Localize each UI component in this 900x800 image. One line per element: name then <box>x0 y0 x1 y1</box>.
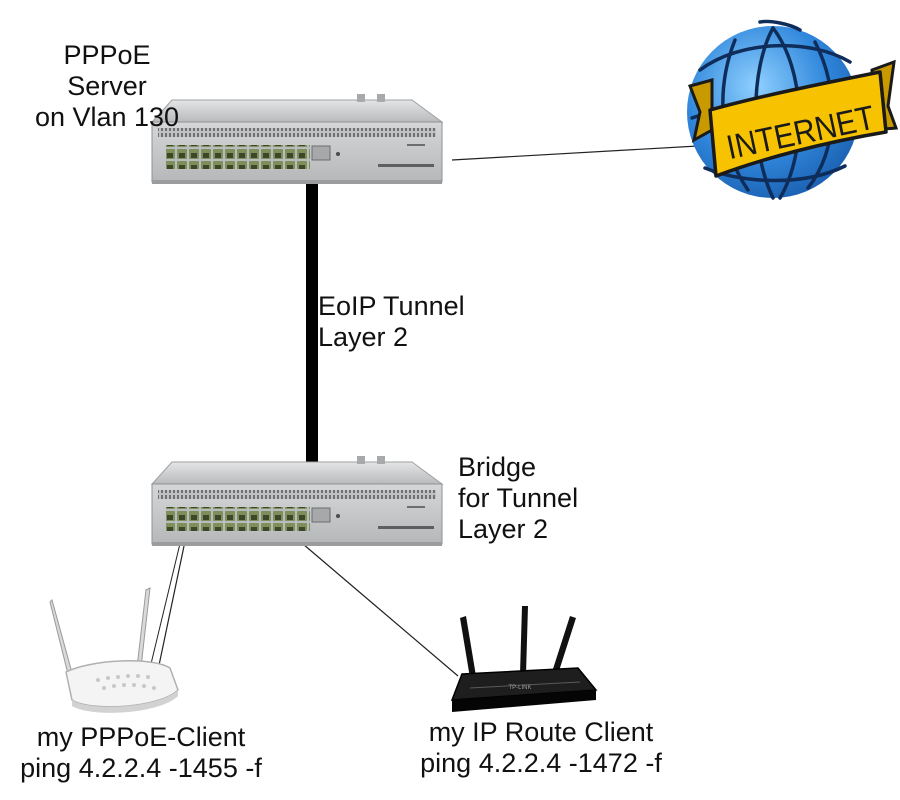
pppoe-server-label: PPPoE Server on Vlan 130 <box>34 40 180 132</box>
bridge-label: Bridge for Tunnel Layer 2 <box>458 452 579 544</box>
ip-route-client-router-icon: TP-LINK <box>450 606 598 712</box>
ip-route-client-link <box>282 526 459 677</box>
ip-route-client-label: my IP Route Client ping 4.2.2.4 -1472 -f <box>420 717 662 778</box>
pppoe-client-router-icon <box>49 587 179 713</box>
internet-globe-icon: INTERNET <box>687 19 899 200</box>
eoip-tunnel-label: EoIP Tunnel Layer 2 <box>318 291 465 352</box>
pppoe-server-router-icon <box>151 93 443 185</box>
bridge-router-icon <box>151 455 443 547</box>
pppoe-client-link-b <box>149 526 185 669</box>
tplink-brand: TP-LINK <box>508 685 531 691</box>
eoip-tunnel-link <box>306 168 318 472</box>
internet-link <box>451 145 699 161</box>
pppoe-client-label: my PPPoE-Client ping 4.2.2.4 -1455 -f <box>20 722 262 783</box>
pppoe-client-link-a <box>157 526 189 671</box>
